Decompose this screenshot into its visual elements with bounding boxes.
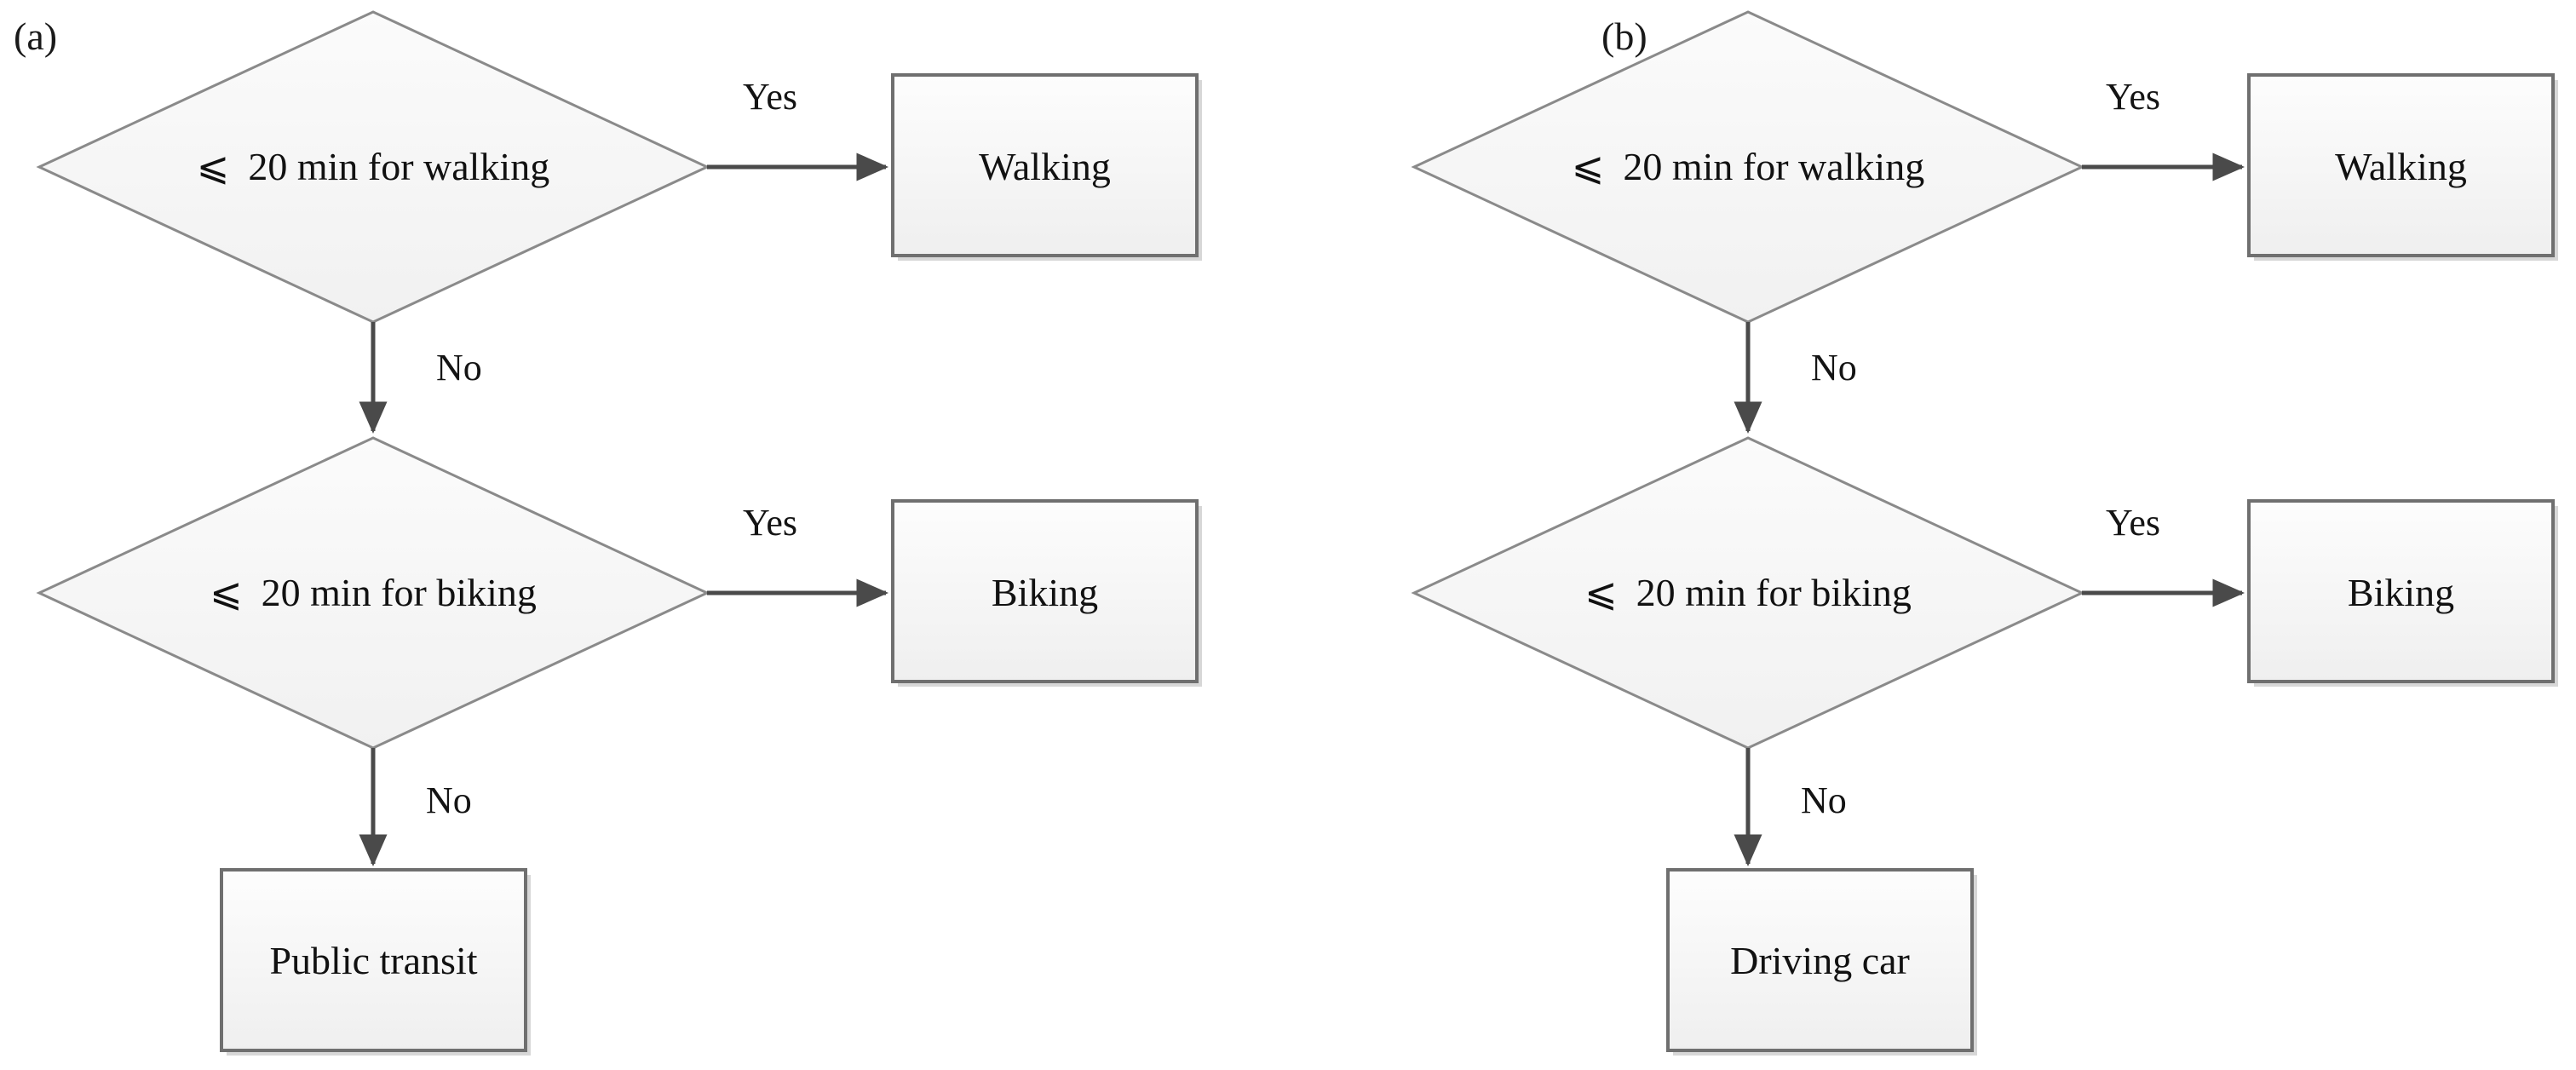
outcome-walking-shape[interactable] [891, 73, 1199, 257]
outcome-biking-shape[interactable] [891, 499, 1199, 683]
edge-label-walking-no: No [1811, 347, 1857, 388]
edge-label-walking-yes: Yes [2106, 76, 2161, 118]
panel-b-label: (b) [1601, 14, 1647, 58]
outcome-walking-shape[interactable] [2247, 73, 2555, 257]
edge-label-biking-no: No [426, 779, 472, 821]
decision-walking-shape[interactable] [1411, 10, 2085, 324]
panel-a: (a) [14, 10, 1202, 1056]
edge-label-walking-yes: Yes [743, 76, 798, 118]
edge-label-biking-no: No [1801, 779, 1847, 821]
decision-biking-shape[interactable] [1411, 436, 2085, 750]
panel-a-label: (a) [14, 14, 58, 58]
edge-label-biking-yes: Yes [743, 502, 798, 544]
panel-b-graphics [1411, 10, 2558, 1056]
panel-b: (b) [1354, 0, 2576, 1070]
edge-label-walking-no: No [436, 347, 482, 388]
decision-walking-shape[interactable] [36, 10, 710, 324]
edge-label-biking-yes: Yes [2106, 502, 2161, 544]
panel-a-graphics [36, 10, 1202, 1056]
outcome-public-transit-shape[interactable] [220, 868, 527, 1052]
outcome-driving-car-shape[interactable] [1666, 868, 1974, 1052]
decision-biking-shape[interactable] [36, 436, 710, 750]
outcome-biking-shape[interactable] [2247, 499, 2555, 683]
